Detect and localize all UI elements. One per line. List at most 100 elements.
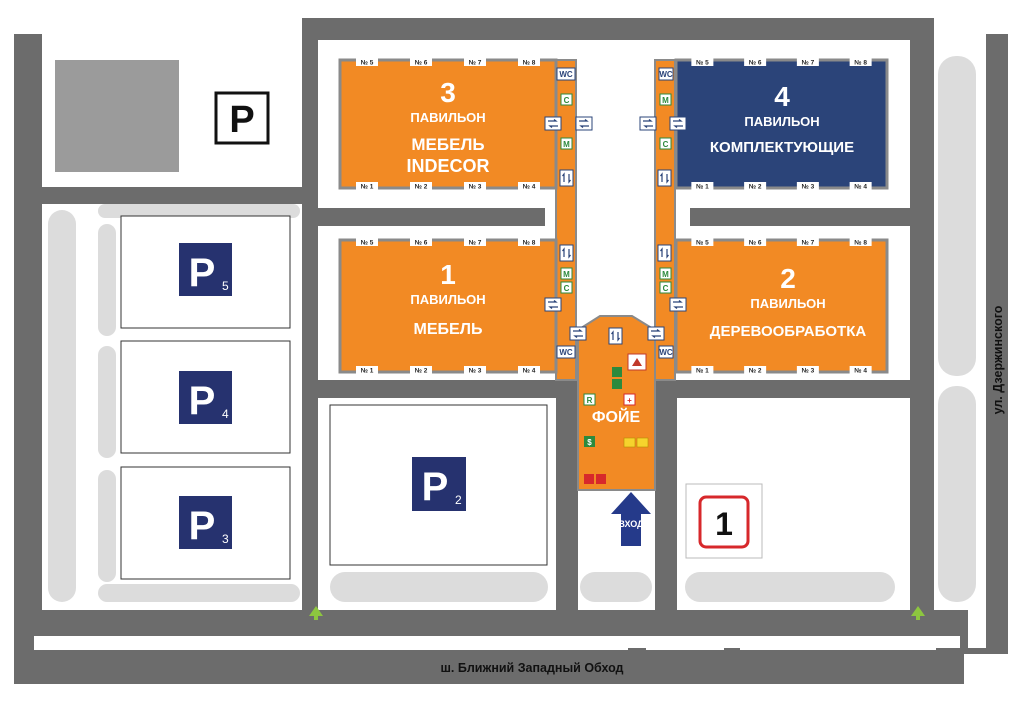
shop-tag (464, 238, 486, 246)
shop-number-bottom[interactable]: № 1 (696, 184, 709, 191)
entrance-arrow[interactable]: ВХОД (611, 492, 651, 546)
shop-tag (691, 58, 714, 66)
street-right: ул. Дзержинского (991, 305, 1005, 414)
corridor-c-icon: C (564, 284, 570, 293)
escalator-icon (569, 326, 587, 341)
shop-tag (518, 182, 540, 190)
bar-icon (584, 474, 594, 484)
svg-text:+: + (627, 396, 632, 405)
shop-tag (849, 238, 872, 246)
shop-number-top[interactable]: № 8 (523, 240, 536, 247)
shop-number-bottom[interactable]: № 3 (802, 184, 815, 191)
pavilion-2[interactable] (674, 238, 889, 374)
svg-text:1: 1 (440, 259, 456, 290)
shop-number-bottom[interactable]: № 3 (802, 368, 815, 375)
svg-text:ПАВИЛЬОН: ПАВИЛЬОН (744, 114, 819, 129)
svg-text:3: 3 (440, 77, 456, 108)
corridor-m-icon: M (662, 96, 669, 105)
lane-markings (34, 636, 936, 650)
shop-number-bottom[interactable]: № 2 (749, 184, 762, 191)
svg-text:3: 3 (222, 532, 229, 546)
shop-number-bottom[interactable]: № 4 (854, 184, 867, 191)
wc-icon: WC (659, 348, 673, 357)
shop-number-top[interactable]: № 6 (415, 240, 428, 247)
escalator-icon (544, 297, 562, 312)
shop-number-top[interactable]: № 7 (802, 240, 815, 247)
shop-tag (356, 238, 378, 246)
shop-tag (410, 58, 432, 66)
pavilion-1-labels: 1 ПАВИЛЬОН МЕБЕЛЬ (410, 259, 485, 338)
parking-2-sign[interactable]: P 2 (410, 455, 468, 513)
zone-1-sign[interactable]: 1 (698, 495, 750, 549)
parking-3-sign[interactable]: P 3 (177, 494, 234, 551)
corridor-m-icon: M (662, 270, 669, 279)
shop-number-bottom[interactable]: № 3 (469, 184, 482, 191)
svg-text:МЕБЕЛЬ: МЕБЕЛЬ (411, 135, 484, 154)
shop-number-top[interactable]: № 7 (802, 60, 815, 67)
shop-tag (410, 238, 432, 246)
shop-number-top[interactable]: № 7 (469, 240, 482, 247)
shop-number-top[interactable]: № 6 (749, 240, 762, 247)
escalator-icon (575, 116, 593, 131)
shop-numbers: № 5 № 6 № 7 № 8 № 1 № 2 № 3 № 4 № 5 № 6 № 7 № 8 № 1 №… (356, 58, 872, 375)
shop-number-top[interactable]: № 5 (696, 240, 709, 247)
exchange-icon (584, 436, 595, 447)
shop-number-bottom[interactable]: № 4 (523, 184, 536, 191)
escalator-icon (544, 116, 562, 131)
parking-5-sign[interactable]: P 5 (177, 241, 234, 298)
building-gray (55, 60, 179, 172)
pavilion-1[interactable] (338, 238, 558, 374)
restaurant-icon (583, 393, 596, 406)
svg-text:МЕБЕЛЬ: МЕБЕЛЬ (414, 321, 483, 338)
shop-number-bottom[interactable]: № 1 (696, 368, 709, 375)
shop-number-top[interactable]: № 8 (854, 240, 867, 247)
parking-plain-letter: P (229, 99, 254, 141)
svg-text:ДЕРЕВООБРАБОТКА: ДЕРЕВООБРАБОТКА (710, 323, 867, 340)
shop-number-bottom[interactable]: № 4 (854, 368, 867, 375)
shop-tag (410, 182, 432, 190)
shop-number-bottom[interactable]: № 2 (415, 368, 428, 375)
shop-tag (691, 366, 714, 374)
elevator-icon (657, 244, 672, 262)
svg-text:1: 1 (715, 506, 733, 542)
svg-text:P: P (189, 251, 216, 295)
shop-number-bottom[interactable]: № 2 (415, 184, 428, 191)
car-icon (636, 437, 649, 448)
shop-number-bottom[interactable]: № 2 (749, 368, 762, 375)
shop-number-top[interactable]: № 8 (854, 60, 867, 67)
shop-number-bottom[interactable]: № 1 (361, 368, 374, 375)
elevator-icon (559, 244, 574, 262)
shop-number-top[interactable]: № 8 (523, 60, 536, 67)
shop-tag (410, 366, 432, 374)
entrance-label: ВХОД (618, 519, 644, 529)
shop-tag (796, 58, 819, 66)
corridor-c-icon: C (564, 96, 570, 105)
shop-number-top[interactable]: № 5 (361, 240, 374, 247)
shop-number-top[interactable]: № 5 (696, 60, 709, 67)
shop-number-bottom[interactable]: № 4 (523, 368, 536, 375)
shop-number-top[interactable]: № 6 (749, 60, 762, 67)
shop-tag (464, 366, 486, 374)
parking-plain[interactable]: P (214, 91, 270, 145)
escalator-icon (669, 116, 687, 131)
shop-number-top[interactable]: № 5 (361, 60, 374, 67)
shop-number-top[interactable]: № 6 (415, 60, 428, 67)
parking-4-sign[interactable]: P 4 (177, 369, 234, 426)
pavilion-4[interactable] (674, 58, 889, 190)
arrow-up-icon (911, 606, 925, 620)
shop-tag (796, 238, 819, 246)
arrow-up-icon (309, 606, 323, 620)
shop-tag (744, 238, 767, 246)
main-building (338, 58, 889, 491)
shop-number-bottom[interactable]: № 3 (469, 368, 482, 375)
svg-text:ПАВИЛЬОН: ПАВИЛЬОН (750, 296, 825, 311)
elevator-icon (657, 169, 672, 187)
shop-tag (464, 58, 486, 66)
shop-number-bottom[interactable]: № 1 (361, 184, 374, 191)
shop-number-top[interactable]: № 7 (469, 60, 482, 67)
shop-tag (518, 366, 540, 374)
shop-tag (849, 182, 872, 190)
first-aid-icon (623, 393, 636, 406)
pavilion-4-labels: 4 ПАВИЛЬОН КОМПЛЕКТУЮЩИЕ (710, 81, 854, 156)
